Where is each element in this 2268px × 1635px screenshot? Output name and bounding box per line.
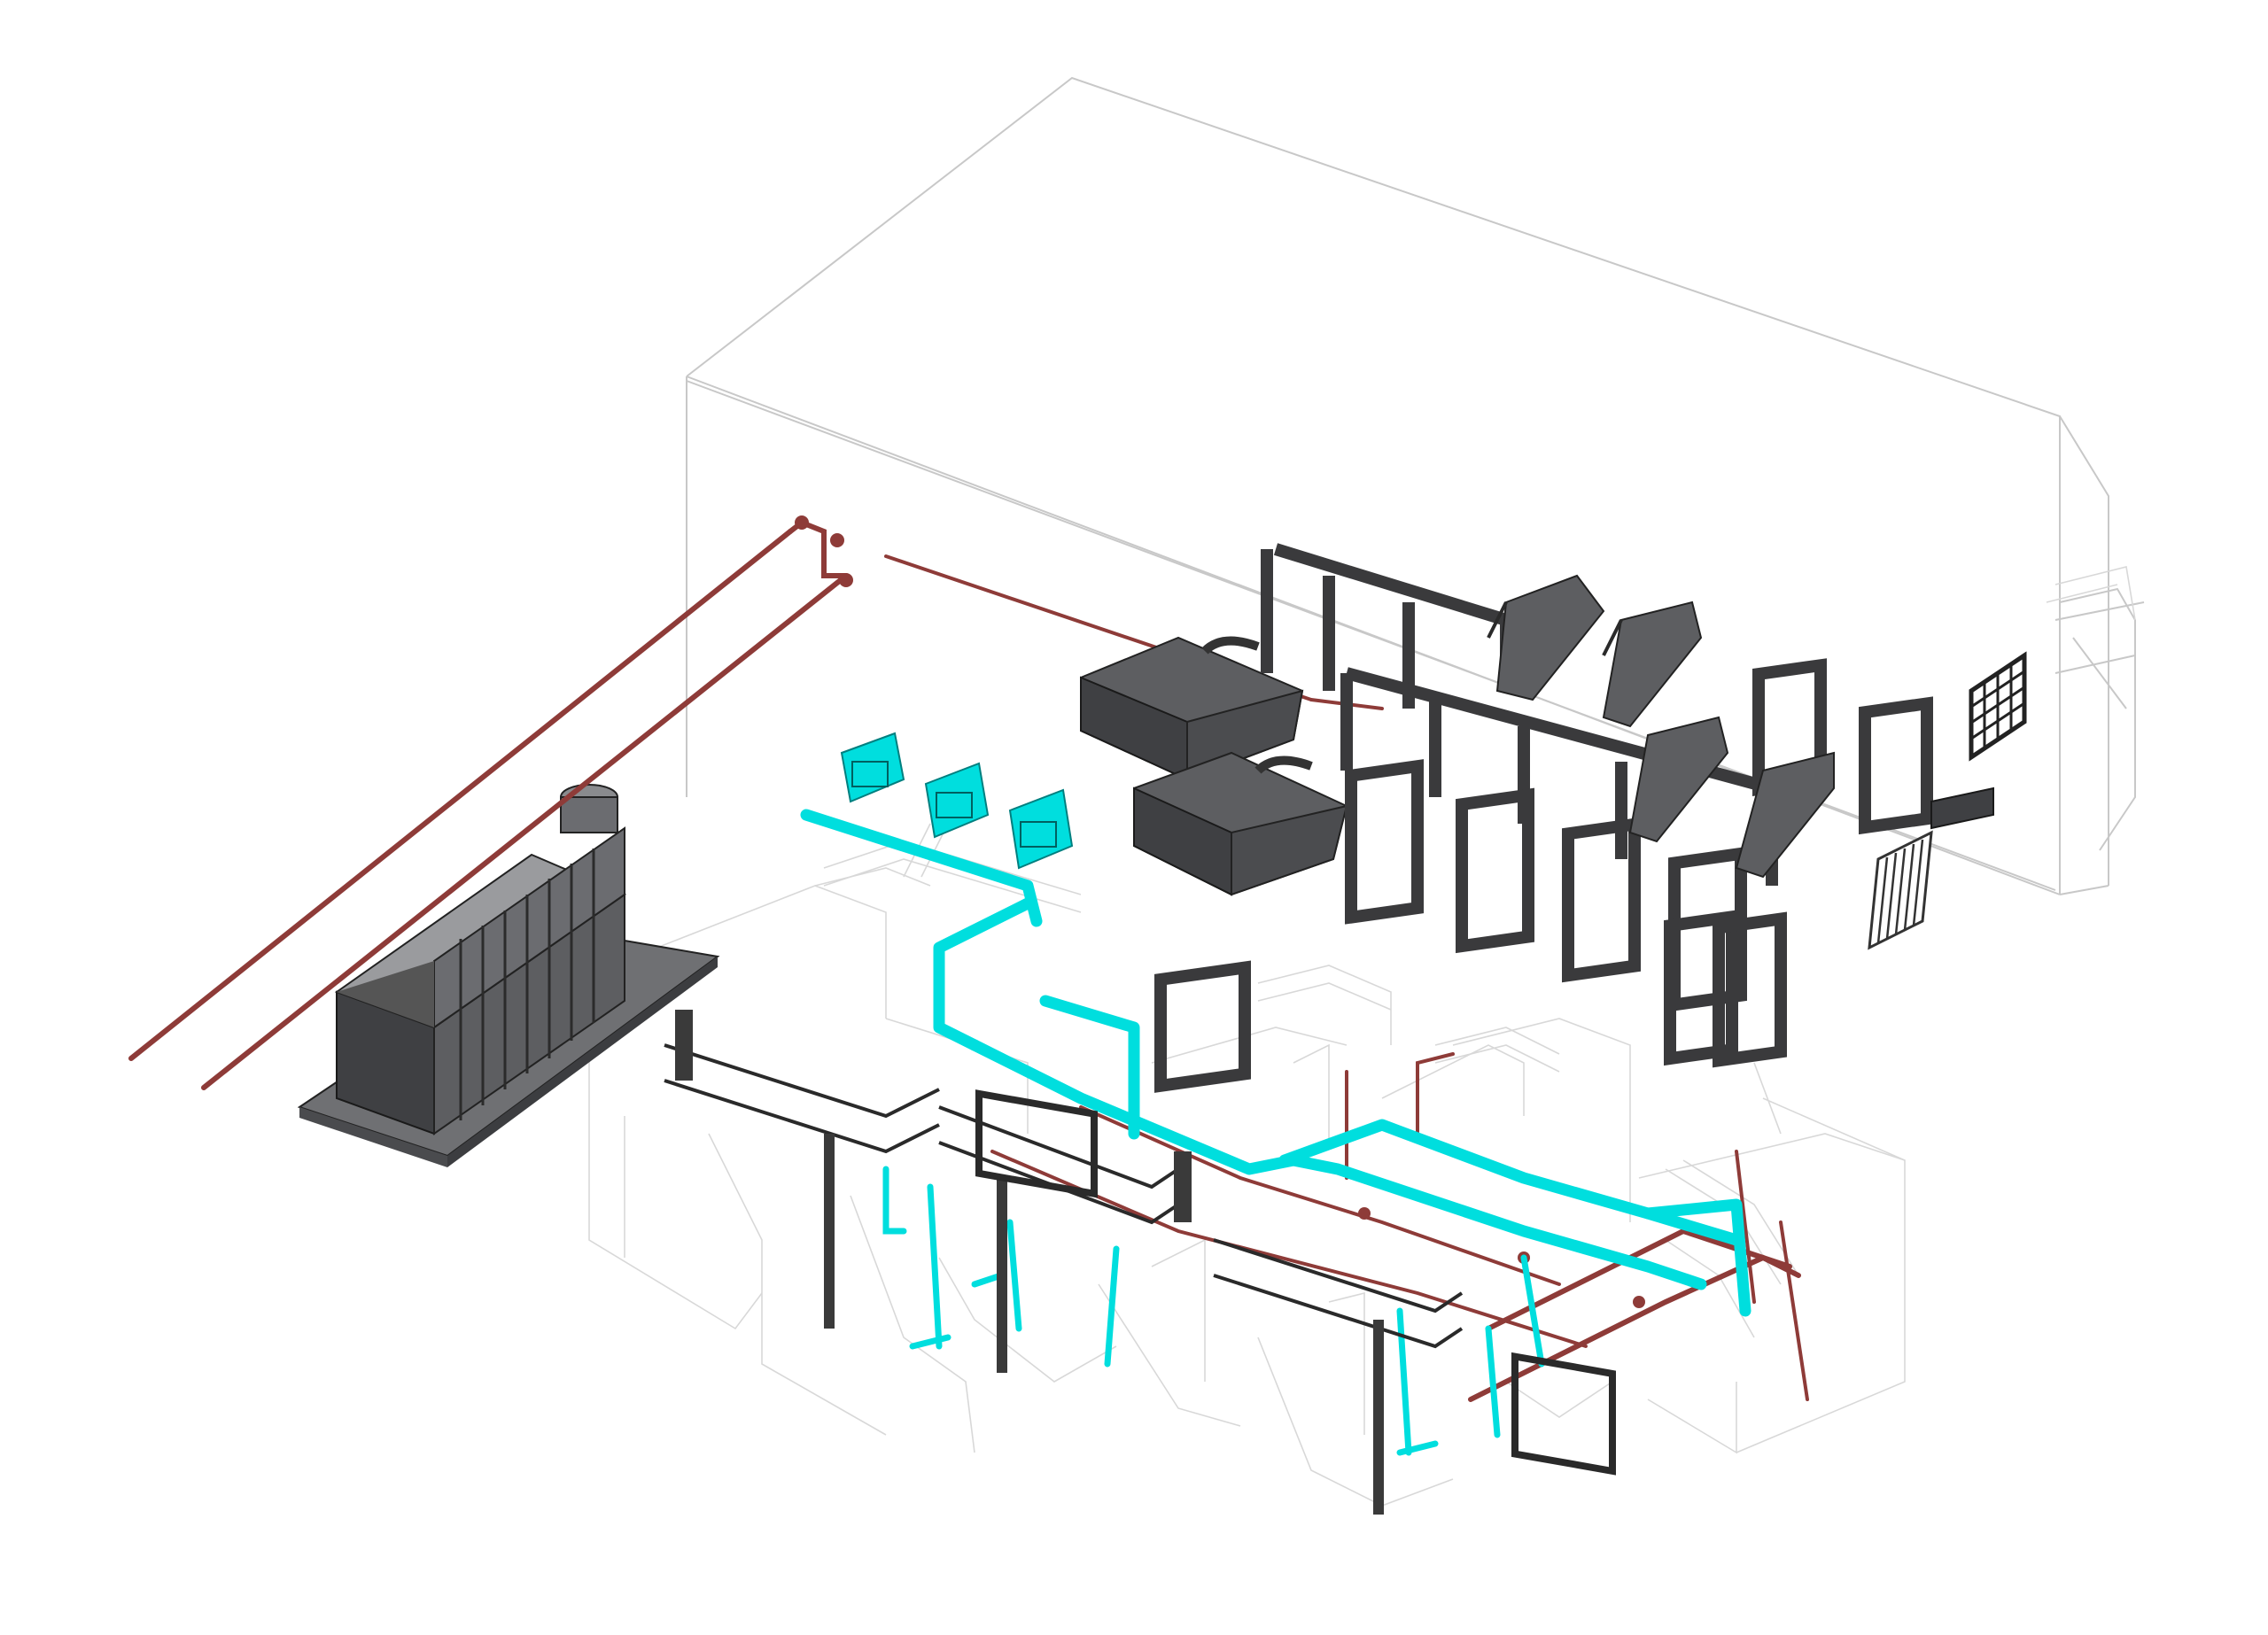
inlet-grating: [1868, 787, 1994, 950]
blower-units: [840, 732, 1074, 870]
inlet-pipe-red: [128, 515, 1809, 1402]
screening-containers: [1080, 636, 1348, 896]
screen-gates: [1154, 543, 1933, 1093]
air-header-cyan: [800, 809, 1751, 1456]
clarifier-bridges: [664, 1010, 1616, 1515]
building-outline: [686, 76, 2145, 895]
channel-walls: [588, 867, 1906, 1507]
wall-louver: [1969, 651, 2027, 762]
inclined-screens: [1487, 574, 1835, 879]
storage-tank: [334, 784, 627, 1135]
